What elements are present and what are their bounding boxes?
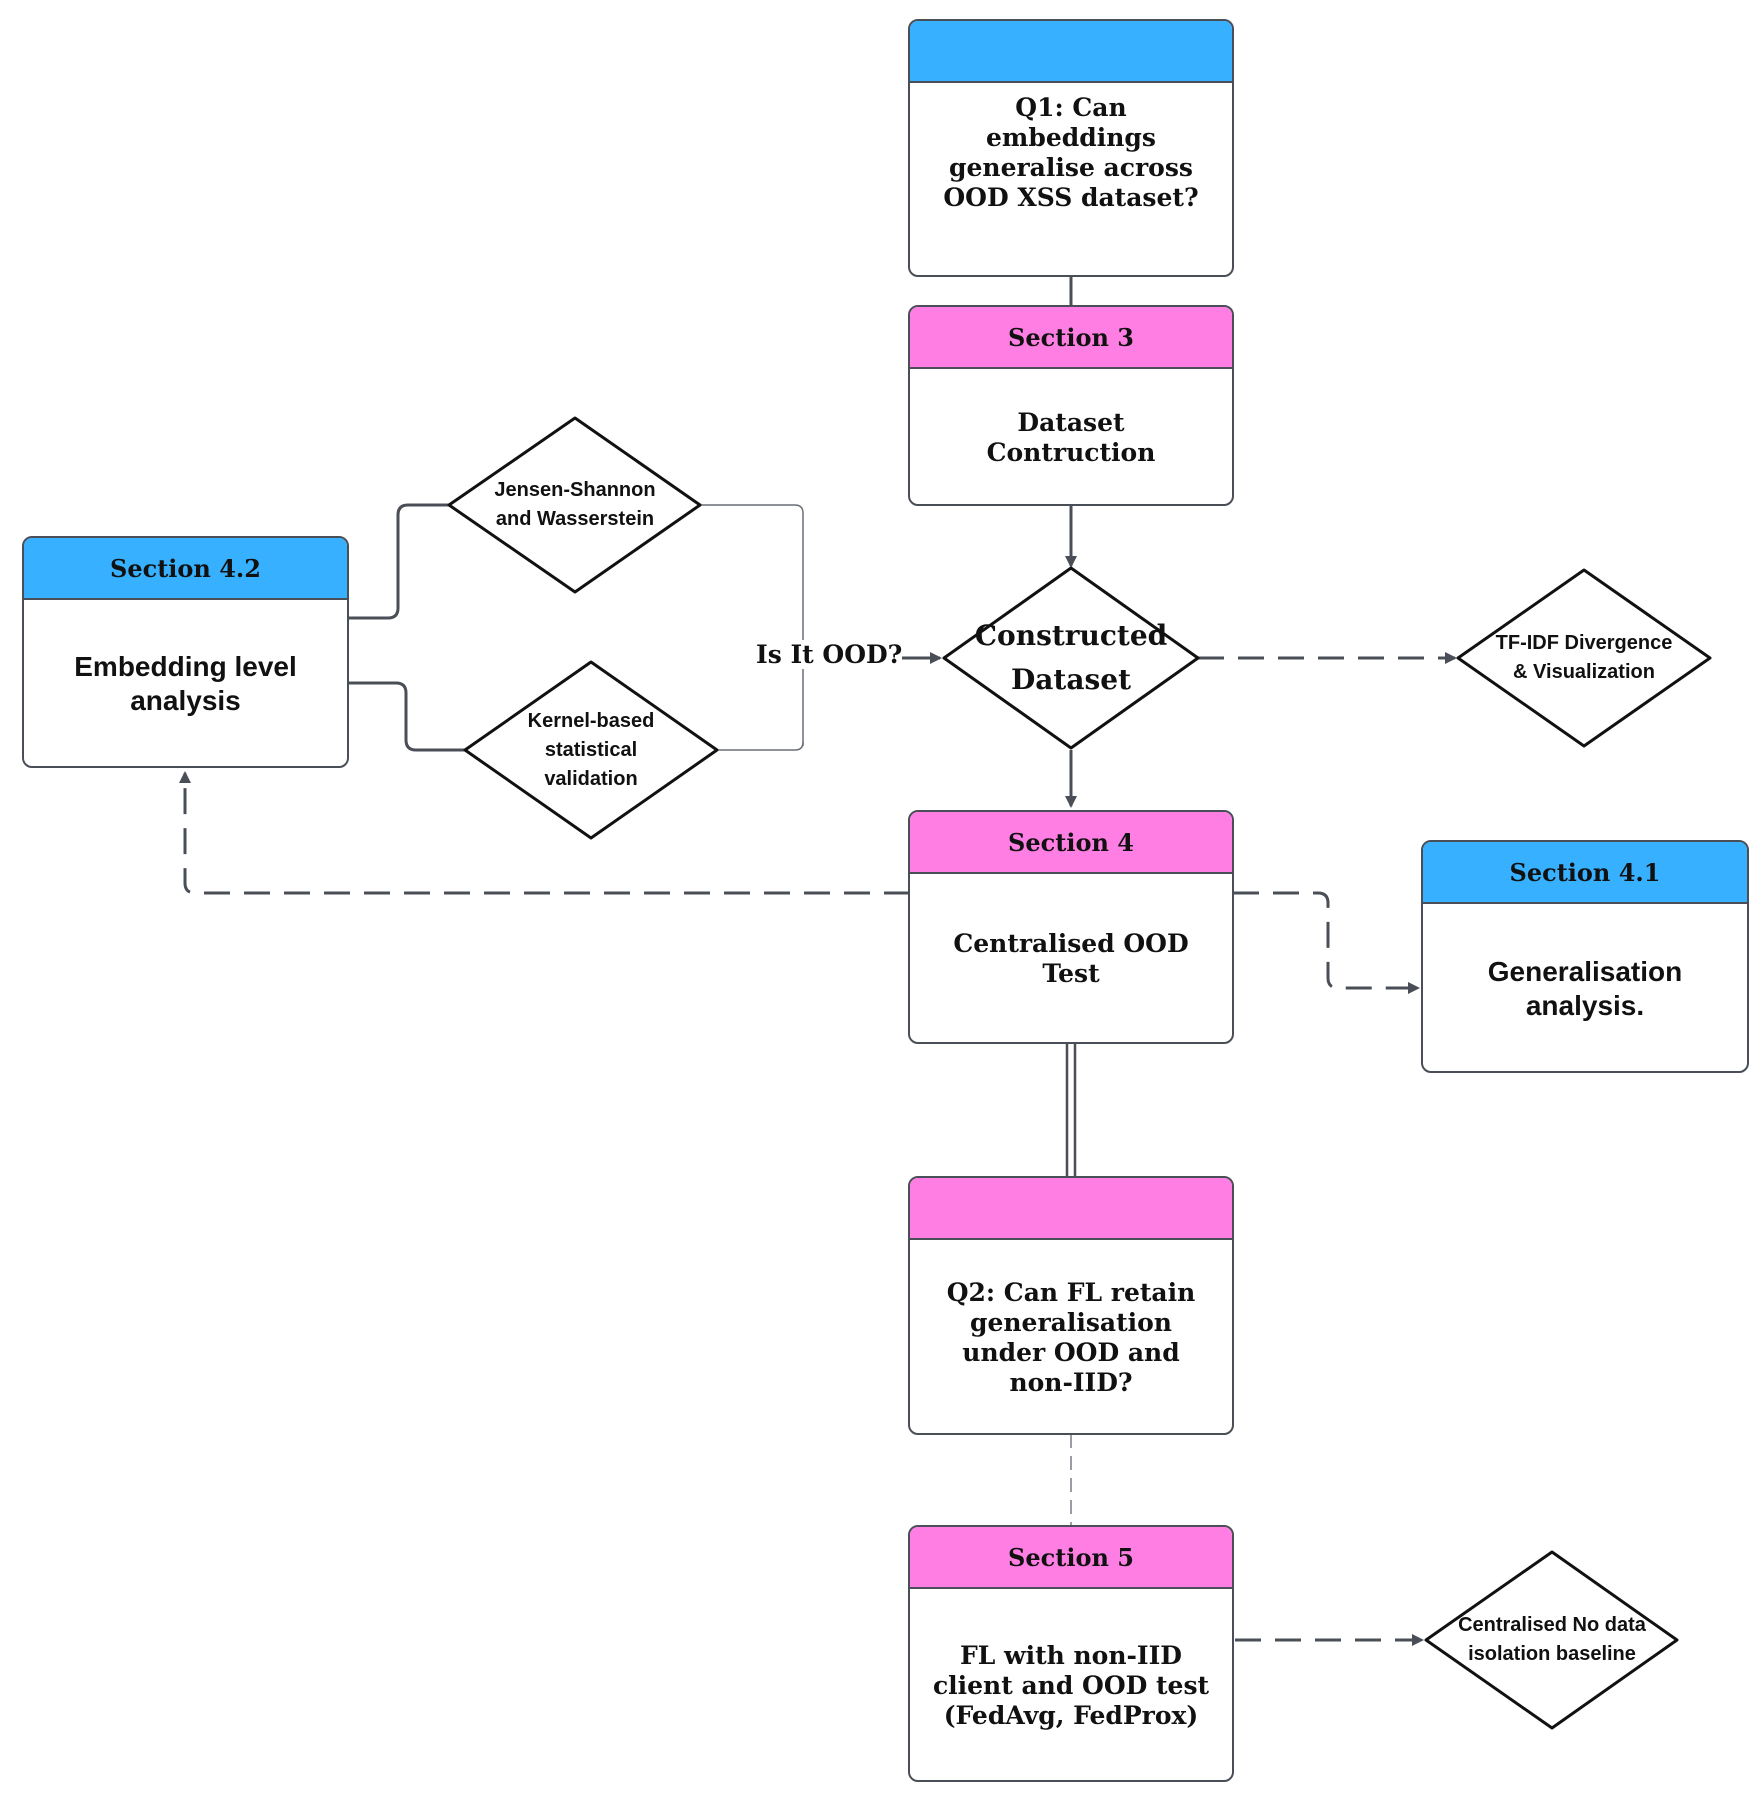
section-4-1-header: Section 4.1: [1423, 842, 1747, 904]
section-4-1-body: Generalisation analysis.: [1487, 955, 1683, 1021]
connector-section4-s41: [1233, 891, 1420, 994]
baseline-label: Centralised No data isolation baseline: [1458, 1614, 1646, 1665]
connector-s42-kernel: [348, 681, 465, 752]
jensen-shannon-label: Jensen-Shannon and Wasserstein: [494, 479, 656, 530]
section-3-header: Section 3: [910, 307, 1232, 369]
section-3-body: Dataset Contruction: [986, 407, 1156, 467]
card-section-4-1: Section 4.1 Generalisation analysis.: [1421, 840, 1749, 1073]
card-section-4: Section 4 Centralised OOD Test: [908, 810, 1234, 1044]
section-4-header: Section 4: [910, 812, 1232, 874]
card-q2-text: Q2: Can FL retain generalisation under O…: [946, 1277, 1196, 1397]
diamond-tfidf: [1456, 568, 1712, 748]
is-it-ood-label: Is It OOD?: [756, 640, 903, 669]
card-q1-text: Q1: Can embeddings generalise across OOD…: [943, 93, 1199, 212]
section-5-body: FL with non-IID client and OOD test (Fed…: [932, 1640, 1210, 1730]
constructed-dataset-label: Constructed Dataset: [974, 619, 1168, 696]
card-q1-header: [910, 21, 1232, 83]
card-q1: Q1: Can embeddings generalise across OOD…: [908, 19, 1234, 277]
diamond-jensen-shannon: [447, 416, 702, 594]
section-4-2-header: Section 4.2: [24, 538, 347, 600]
tfidf-label: TF-IDF Divergence & Visualization: [1495, 632, 1673, 683]
section-4-body: Centralised OOD Test: [953, 929, 1189, 988]
connector-js-merge: [700, 504, 804, 746]
diamond-kernel: [463, 660, 719, 840]
card-section-4-2: Section 4.2 Embedding level analysis: [22, 536, 349, 768]
connector-section4-s42: [179, 771, 910, 895]
card-q2-header: [910, 1178, 1232, 1240]
section-4-2-body: Embedding level analysis: [74, 651, 297, 716]
section-5-header: Section 5: [910, 1527, 1232, 1589]
card-section-5: Section 5 FL with non-IID client and OOD…: [908, 1525, 1234, 1782]
card-q2: Q2: Can FL retain generalisation under O…: [908, 1176, 1234, 1435]
connector-kernel-merge: [717, 741, 804, 751]
kernel-validation-label: Kernel-based statistical validation: [527, 709, 655, 790]
diamond-constructed-dataset: [942, 566, 1200, 750]
diamond-baseline: [1424, 1550, 1679, 1730]
card-section-3: Section 3 Dataset Contruction: [908, 305, 1234, 506]
connector-s42-js: [348, 503, 449, 620]
